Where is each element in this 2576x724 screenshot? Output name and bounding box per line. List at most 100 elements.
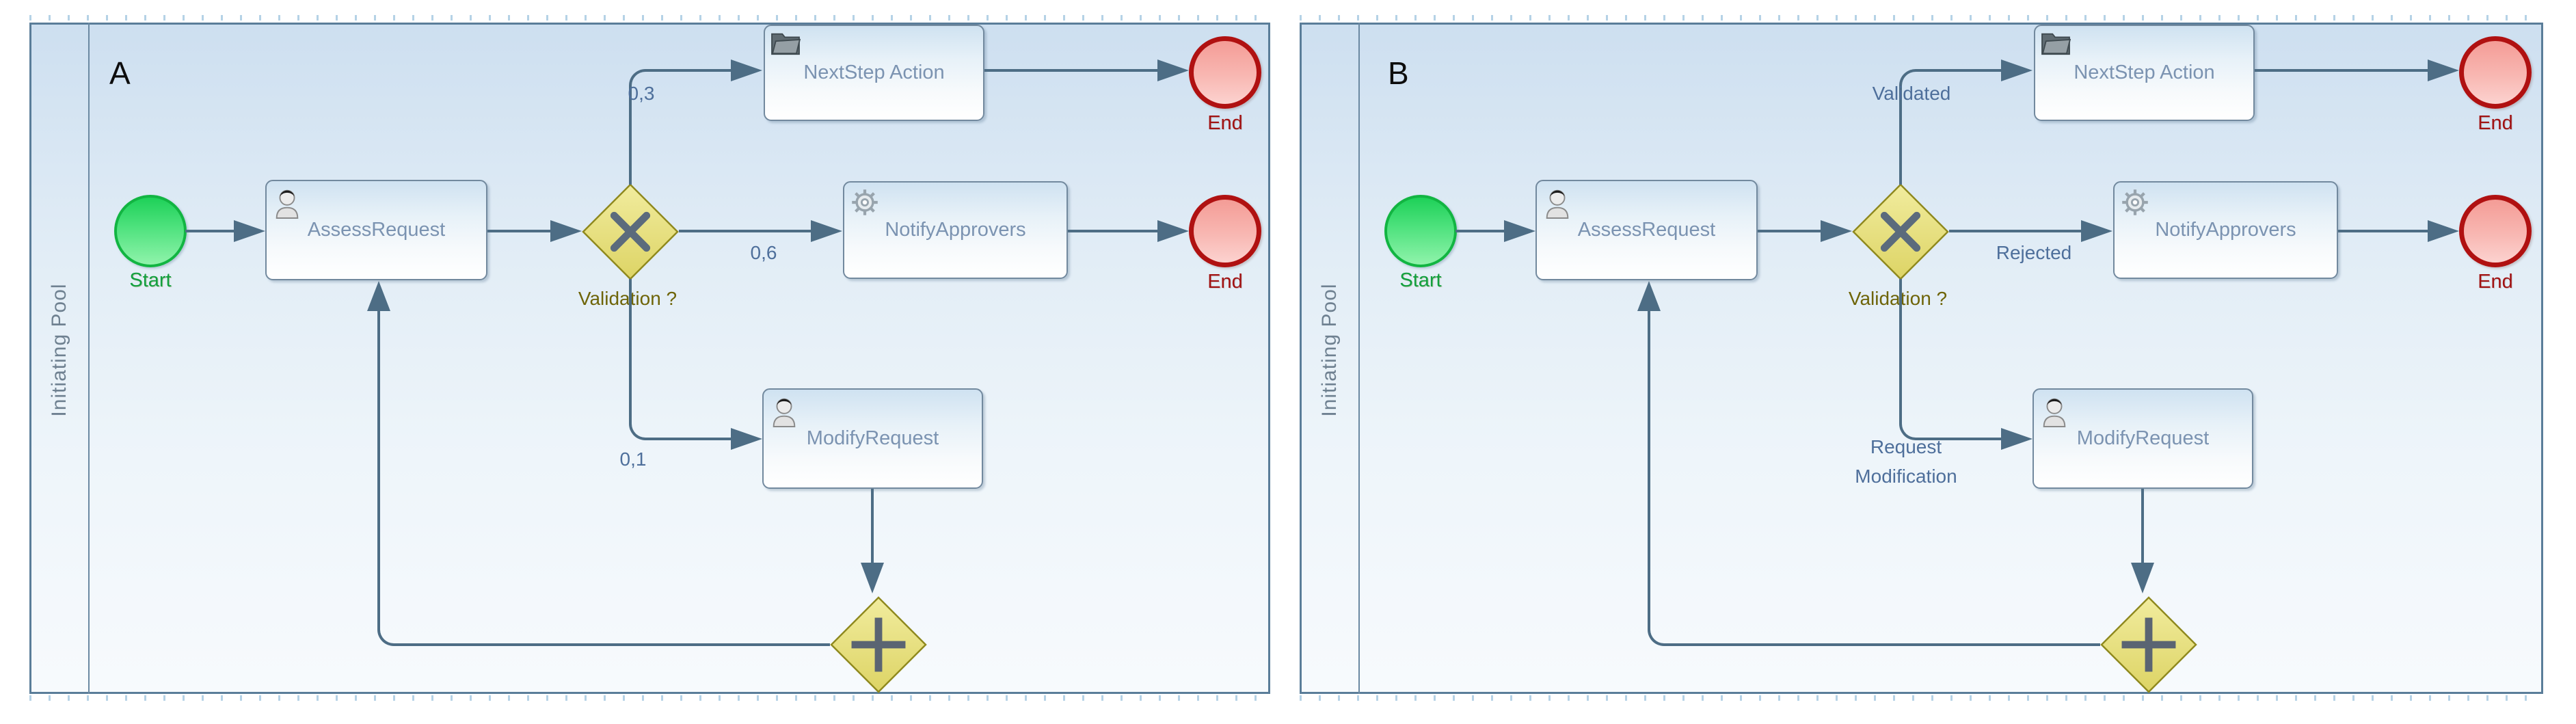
variant-label: B bbox=[1388, 55, 1409, 91]
start-event[interactable] bbox=[114, 195, 187, 267]
flow-nextstep-to-end[interactable] bbox=[984, 69, 1157, 72]
flow-start-to-assess[interactable] bbox=[185, 230, 234, 232]
flow-gateway-to-modify[interactable] bbox=[1899, 279, 1902, 423]
plus-mark-icon bbox=[851, 617, 906, 672]
lane-divider bbox=[88, 23, 90, 694]
arrowhead-icon bbox=[367, 281, 390, 311]
end-event-top[interactable] bbox=[2459, 36, 2532, 109]
flow-corner bbox=[629, 69, 647, 97]
arrowhead-icon bbox=[1157, 59, 1189, 81]
flow-gateway-to-modify[interactable] bbox=[629, 279, 632, 423]
flow-join-to-assess[interactable] bbox=[377, 311, 380, 624]
exclusive-gateway[interactable] bbox=[1852, 183, 1949, 280]
arrowhead-icon bbox=[731, 428, 762, 450]
flow-assess-to-gateway[interactable] bbox=[1758, 230, 1821, 232]
arrowhead-icon bbox=[861, 563, 884, 593]
user-icon bbox=[2043, 398, 2066, 427]
user-icon bbox=[1546, 189, 1569, 219]
flow-gateway-to-nextstep[interactable] bbox=[1916, 69, 2002, 72]
task-assess-request[interactable]: AssessRequest bbox=[1535, 180, 1758, 280]
flow-start-to-assess[interactable] bbox=[1455, 230, 1504, 232]
end-event-mid[interactable] bbox=[2459, 195, 2532, 267]
arrowhead-icon bbox=[2428, 59, 2459, 81]
flow-join-to-assess[interactable] bbox=[394, 643, 830, 646]
flow-nextstep-to-end[interactable] bbox=[2255, 69, 2428, 72]
arrowhead-icon bbox=[2081, 220, 2112, 242]
parallel-gateway[interactable] bbox=[2100, 596, 2197, 693]
task-nextstep-action[interactable]: NextStep Action bbox=[2034, 25, 2255, 121]
branch-label-line1: 0,1 bbox=[619, 448, 647, 470]
flow-modify-to-join[interactable] bbox=[871, 489, 874, 564]
arrowhead-icon bbox=[1157, 220, 1189, 242]
end-event-label: End bbox=[1207, 112, 1243, 134]
end-event-top[interactable] bbox=[1189, 36, 1261, 109]
task-assess-request[interactable]: AssessRequest bbox=[265, 180, 487, 280]
flow-gateway-to-notify[interactable] bbox=[679, 230, 811, 232]
flow-gateway-to-nextstep[interactable] bbox=[645, 69, 732, 72]
parallel-gateway[interactable] bbox=[830, 596, 927, 693]
arrowhead-icon bbox=[1821, 220, 1852, 242]
task-modify-request[interactable]: ModifyRequest bbox=[762, 388, 983, 489]
task-modify-request[interactable]: ModifyRequest bbox=[2032, 388, 2253, 489]
arrowhead-icon bbox=[2001, 428, 2032, 450]
flow-notify-to-end[interactable] bbox=[1068, 230, 1158, 232]
arrowhead-icon bbox=[2131, 563, 2154, 593]
x-mark-icon bbox=[610, 211, 651, 252]
task-label: NotifyApprovers bbox=[885, 219, 1026, 241]
arrowhead-icon bbox=[1637, 281, 1661, 311]
branch-label-line1: Request bbox=[1870, 436, 1942, 457]
flow-join-to-assess[interactable] bbox=[1664, 643, 2100, 646]
gear-icon bbox=[2122, 189, 2148, 215]
flow-gateway-to-nextstep[interactable] bbox=[629, 96, 632, 185]
arrowhead-icon bbox=[731, 59, 762, 81]
flow-modify-to-join[interactable] bbox=[2141, 489, 2144, 564]
user-icon bbox=[276, 189, 299, 219]
task-label: ModifyRequest bbox=[806, 427, 939, 449]
end-event-mid[interactable] bbox=[1189, 195, 1261, 267]
variant-label: A bbox=[109, 55, 131, 91]
arrowhead-icon bbox=[1504, 220, 1535, 242]
ruler-ticks-top bbox=[1300, 15, 2543, 21]
exclusive-gateway[interactable] bbox=[582, 183, 679, 280]
flow-gateway-to-modify[interactable] bbox=[645, 438, 732, 440]
start-event[interactable] bbox=[1384, 195, 1457, 267]
branch-label-to-nextstep: 0,3 bbox=[628, 83, 655, 104]
folder-icon bbox=[771, 33, 801, 55]
branch-label-to-notify: 0,6 bbox=[750, 242, 777, 263]
flow-gateway-to-modify[interactable] bbox=[1916, 438, 2002, 440]
flow-gateway-to-notify[interactable] bbox=[1949, 230, 2081, 232]
task-label: NextStep Action bbox=[803, 62, 945, 83]
task-label: AssessRequest bbox=[307, 219, 446, 241]
branch-label-to-notify: Rejected bbox=[1996, 242, 2072, 263]
flow-assess-to-gateway[interactable] bbox=[487, 230, 550, 232]
start-event-label: Start bbox=[129, 269, 172, 291]
arrowhead-icon bbox=[2428, 220, 2459, 242]
gear-icon bbox=[852, 189, 878, 215]
pool[interactable] bbox=[29, 23, 1270, 694]
flow-notify-to-end[interactable] bbox=[2338, 230, 2428, 232]
task-nextstep-action[interactable]: NextStep Action bbox=[764, 25, 984, 121]
end-event-label: End bbox=[2478, 112, 2513, 134]
branch-label-to-nextstep: Validated bbox=[1872, 83, 1951, 104]
pool-label: Initiating Pool bbox=[1318, 283, 1341, 417]
gateway-question-label: Validation ? bbox=[1848, 288, 1948, 309]
task-label: AssessRequest bbox=[1577, 219, 1716, 241]
pool[interactable] bbox=[1300, 23, 2543, 694]
flow-gateway-to-nextstep[interactable] bbox=[1899, 96, 1902, 185]
branch-label-line2: Modification bbox=[1855, 466, 1957, 487]
arrowhead-icon bbox=[234, 220, 265, 242]
x-mark-icon bbox=[1880, 211, 1921, 252]
task-notify-approvers[interactable]: NotifyApprovers bbox=[2113, 181, 2338, 279]
task-notify-approvers[interactable]: NotifyApprovers bbox=[843, 181, 1068, 279]
end-event-label: End bbox=[2478, 271, 2513, 293]
ruler-ticks-bottom bbox=[1300, 695, 2543, 701]
lane-divider bbox=[1358, 23, 1360, 694]
task-label: ModifyRequest bbox=[2076, 427, 2210, 449]
pool-label: Initiating Pool bbox=[48, 283, 70, 417]
folder-icon bbox=[2041, 33, 2071, 55]
task-label: NextStep Action bbox=[2074, 62, 2215, 83]
flow-join-to-assess[interactable] bbox=[1648, 311, 1650, 624]
arrowhead-icon bbox=[550, 220, 582, 242]
